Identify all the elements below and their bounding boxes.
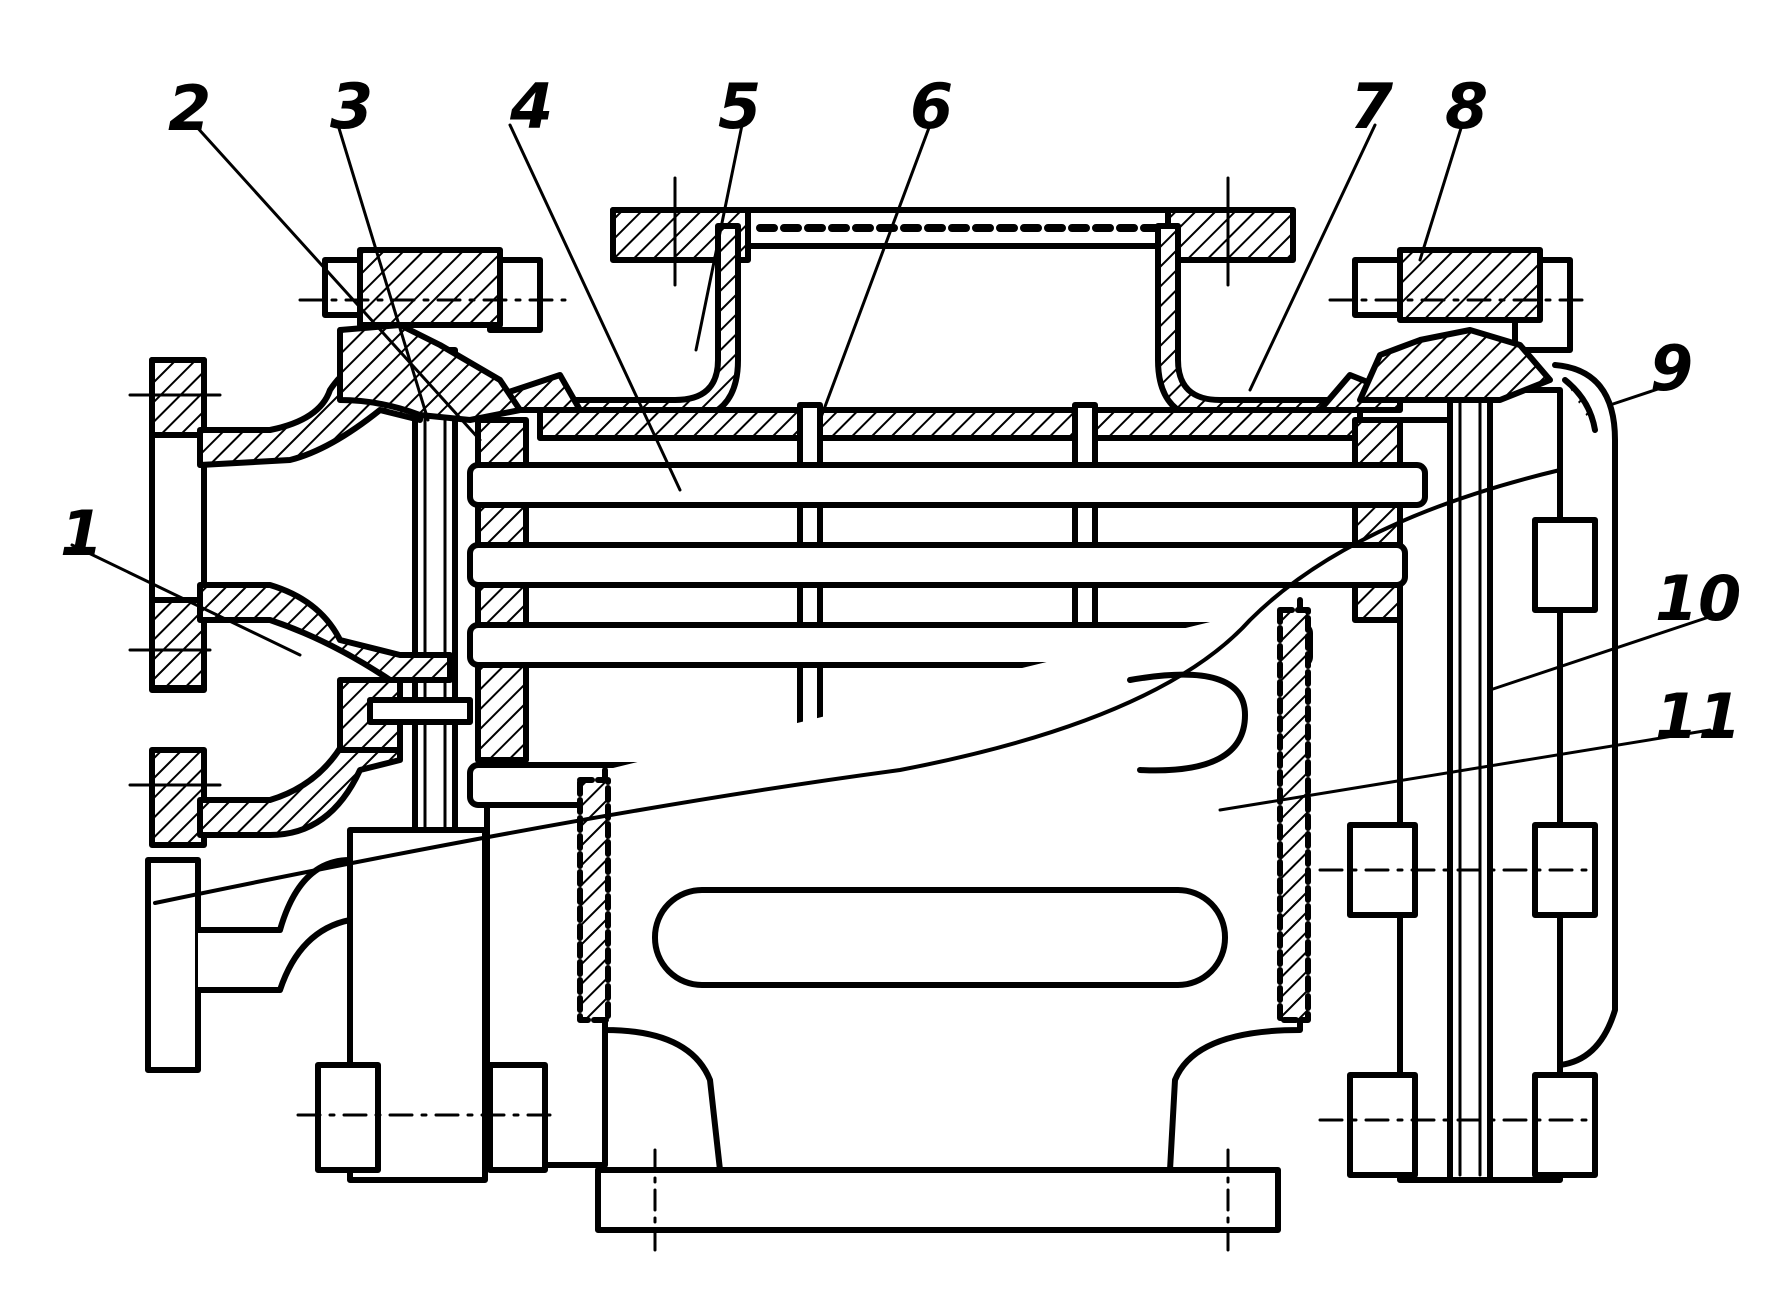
callout-labels: 1 2 3 4 5 6 7 8 9 10 11 (60, 70, 1741, 753)
callout-1: 1 (60, 497, 103, 570)
callout-6: 6 (910, 70, 953, 143)
left-flange-bolts (296, 247, 567, 1173)
section-cut-line (153, 468, 1562, 905)
lower-shell (577, 597, 1311, 1252)
top-nozzle (537, 176, 1358, 423)
callout-3: 3 (330, 70, 373, 143)
callout-9: 9 (1650, 332, 1693, 405)
callout-7: 7 (1350, 70, 1394, 143)
leader-lines (70, 123, 1717, 812)
callout-5: 5 (718, 70, 761, 143)
callout-2: 2 (168, 72, 211, 145)
callout-4: 4 (509, 70, 553, 143)
callout-8: 8 (1445, 70, 1488, 143)
right-flange-bolts (1318, 247, 1618, 1178)
callout-11: 11 (1655, 680, 1741, 753)
callout-10: 10 (1655, 562, 1741, 635)
right-tube-sheet (1352, 357, 1563, 1183)
